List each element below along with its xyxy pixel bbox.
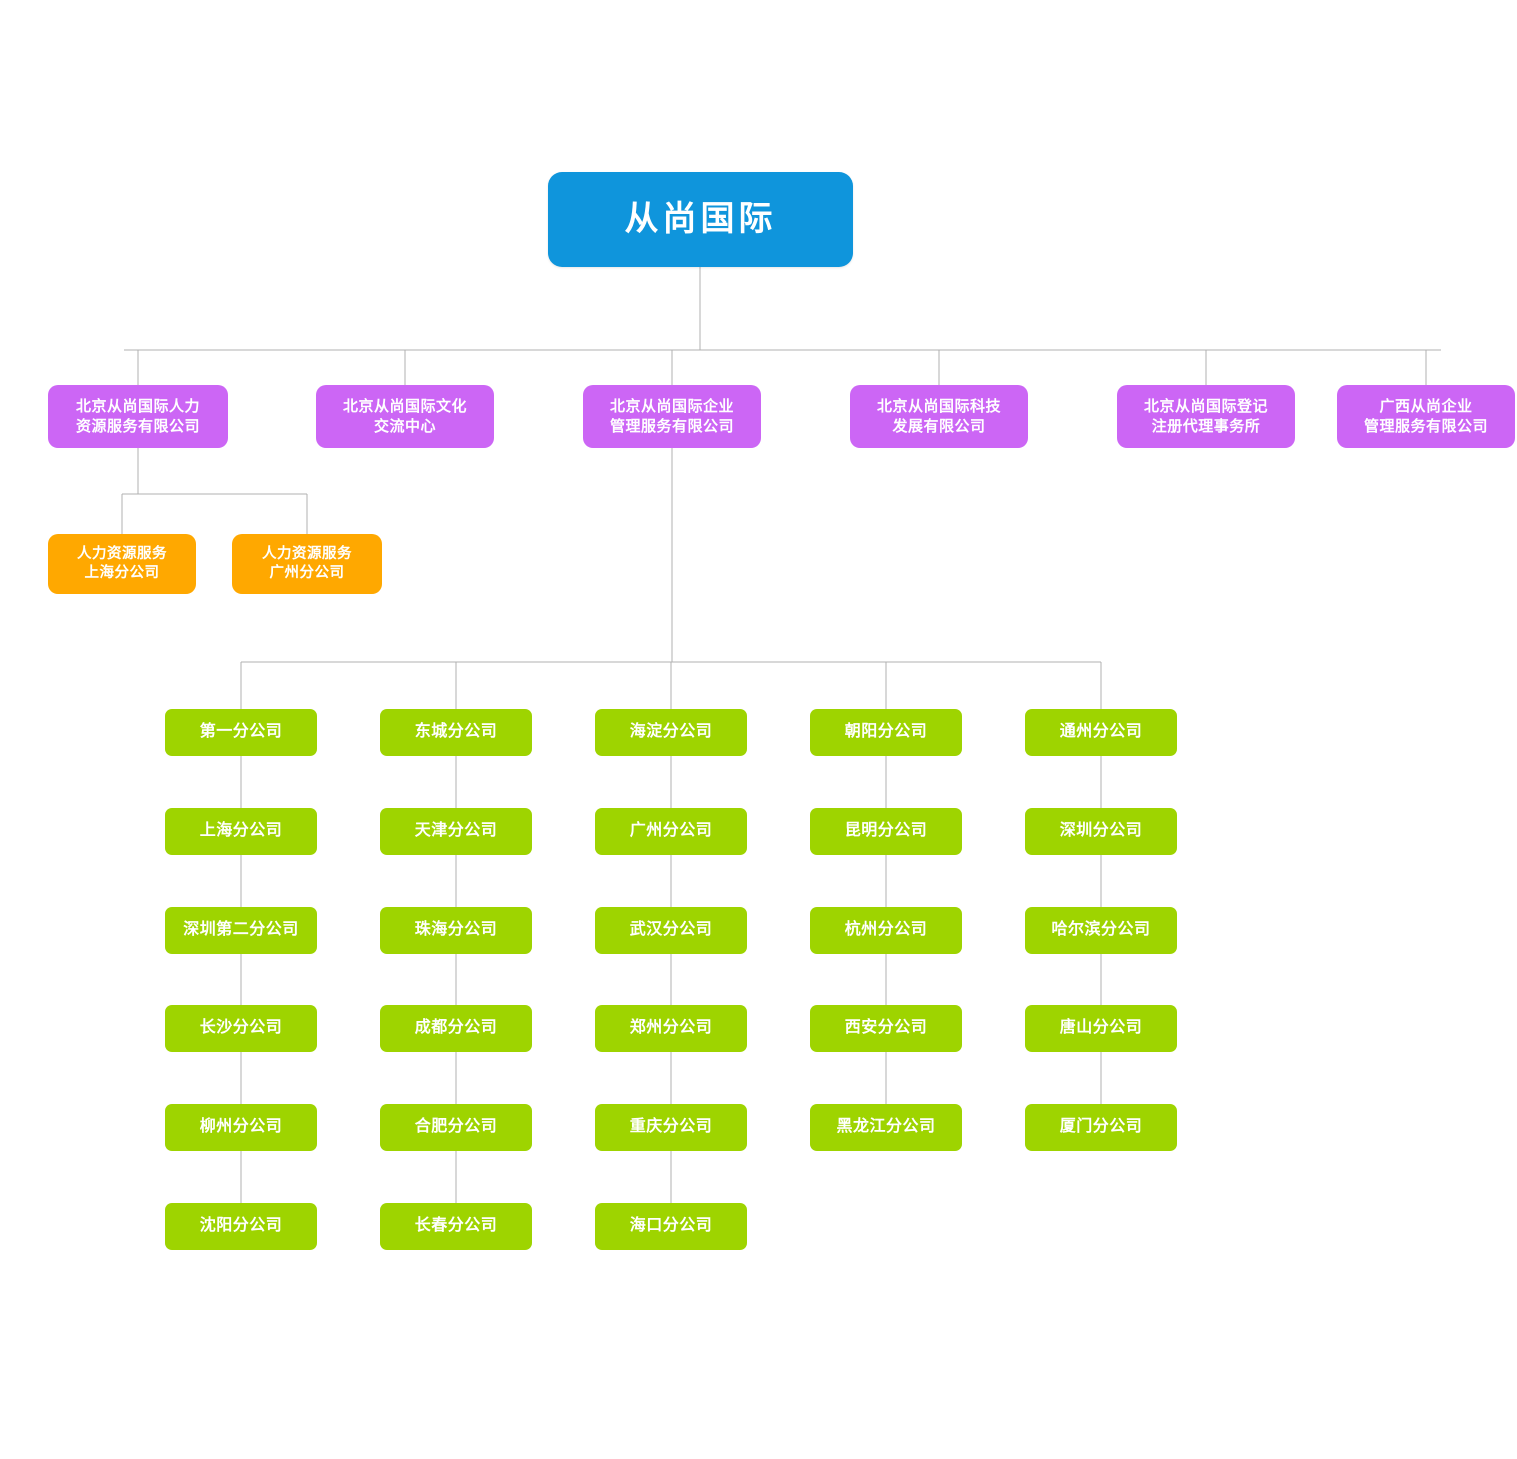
org-node-branch[interactable]: 上海分公司	[165, 808, 317, 855]
org-node-subsidiary[interactable]: 人力资源服务 上海分公司	[48, 534, 196, 594]
org-node-division[interactable]: 北京从尚国际登记 注册代理事务所	[1117, 385, 1295, 448]
org-node-branch[interactable]: 广州分公司	[595, 808, 747, 855]
org-node-division[interactable]: 广西从尚企业 管理服务有限公司	[1337, 385, 1515, 448]
org-node-branch[interactable]: 天津分公司	[380, 808, 532, 855]
org-node-branch[interactable]: 西安分公司	[810, 1005, 962, 1052]
org-node-branch[interactable]: 第一分公司	[165, 709, 317, 756]
org-node-branch[interactable]: 昆明分公司	[810, 808, 962, 855]
org-node-branch[interactable]: 杭州分公司	[810, 907, 962, 954]
org-node-branch[interactable]: 海淀分公司	[595, 709, 747, 756]
org-node-division[interactable]: 北京从尚国际文化 交流中心	[316, 385, 494, 448]
org-node-branch[interactable]: 海口分公司	[595, 1203, 747, 1250]
org-node-division[interactable]: 北京从尚国际企业 管理服务有限公司	[583, 385, 761, 448]
org-node-branch[interactable]: 合肥分公司	[380, 1104, 532, 1151]
org-node-root[interactable]: 从尚国际	[548, 172, 853, 267]
org-node-branch[interactable]: 沈阳分公司	[165, 1203, 317, 1250]
org-node-branch[interactable]: 长春分公司	[380, 1203, 532, 1250]
org-node-branch[interactable]: 柳州分公司	[165, 1104, 317, 1151]
org-node-branch[interactable]: 武汉分公司	[595, 907, 747, 954]
org-node-branch[interactable]: 深圳分公司	[1025, 808, 1177, 855]
org-node-branch[interactable]: 通州分公司	[1025, 709, 1177, 756]
org-node-branch[interactable]: 厦门分公司	[1025, 1104, 1177, 1151]
org-node-branch[interactable]: 深圳第二分公司	[165, 907, 317, 954]
org-node-branch[interactable]: 长沙分公司	[165, 1005, 317, 1052]
org-node-branch[interactable]: 郑州分公司	[595, 1005, 747, 1052]
org-node-branch[interactable]: 成都分公司	[380, 1005, 532, 1052]
org-node-subsidiary[interactable]: 人力资源服务 广州分公司	[232, 534, 382, 594]
org-node-branch[interactable]: 珠海分公司	[380, 907, 532, 954]
org-node-branch[interactable]: 黑龙江分公司	[810, 1104, 962, 1151]
org-node-division[interactable]: 北京从尚国际人力 资源服务有限公司	[48, 385, 228, 448]
org-node-branch[interactable]: 东城分公司	[380, 709, 532, 756]
org-node-branch[interactable]: 哈尔滨分公司	[1025, 907, 1177, 954]
org-node-branch[interactable]: 唐山分公司	[1025, 1005, 1177, 1052]
org-node-branch[interactable]: 重庆分公司	[595, 1104, 747, 1151]
org-node-division[interactable]: 北京从尚国际科技 发展有限公司	[850, 385, 1028, 448]
org-node-branch[interactable]: 朝阳分公司	[810, 709, 962, 756]
